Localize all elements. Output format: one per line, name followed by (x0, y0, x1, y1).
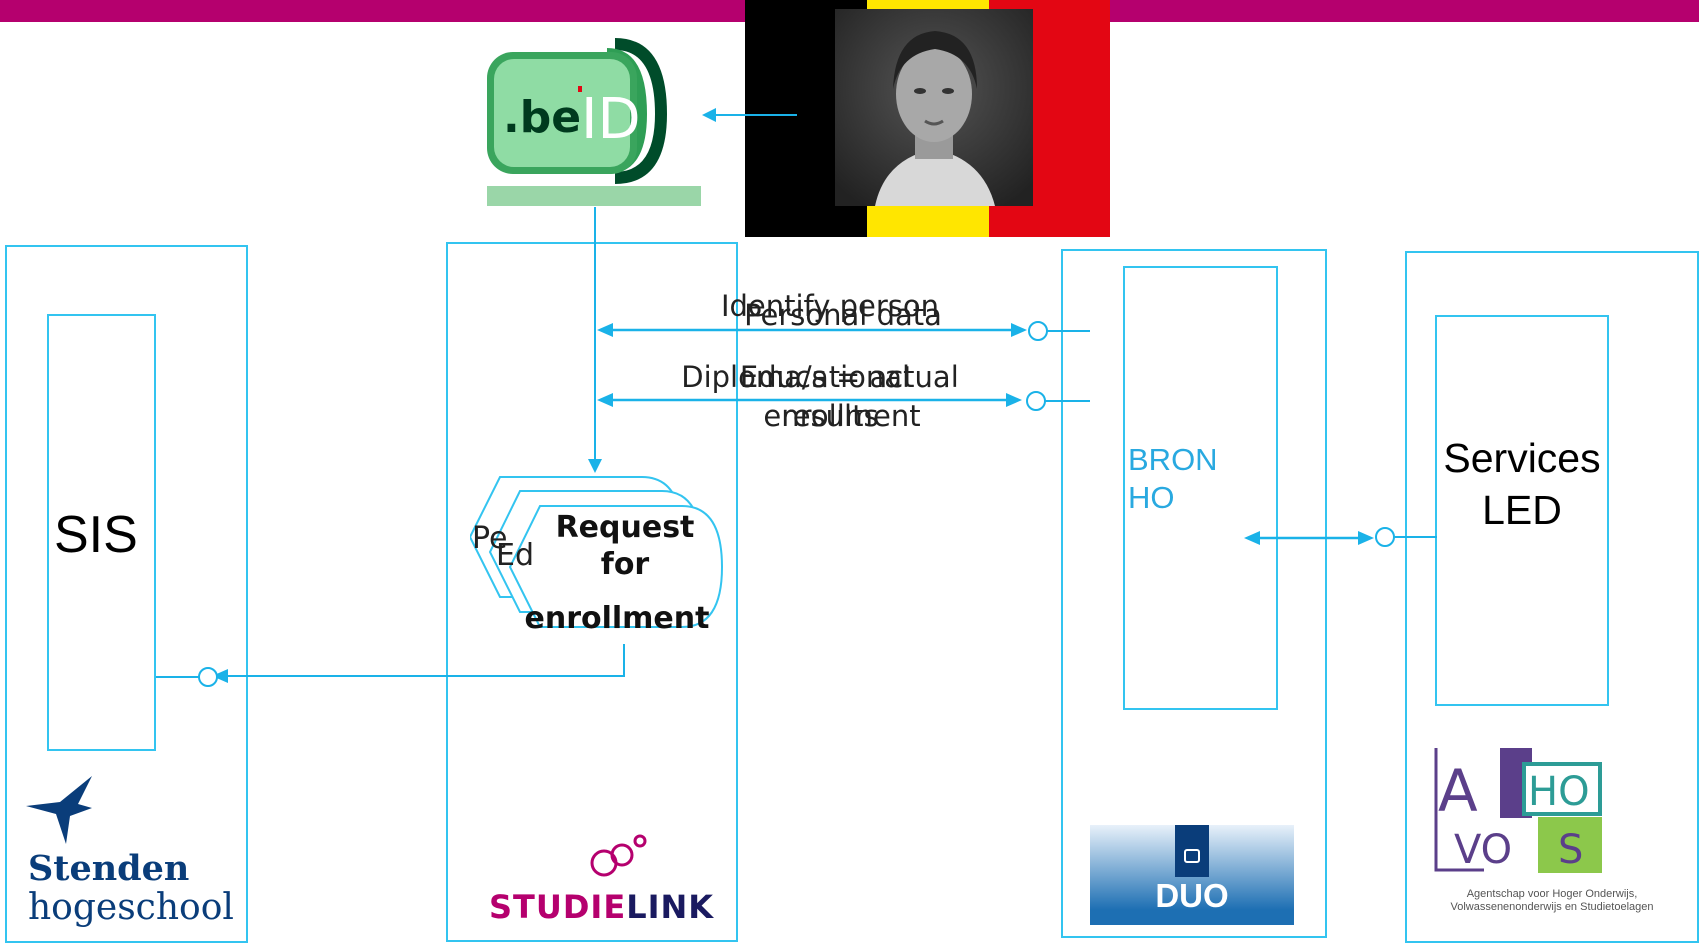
ahovos-caption-1: Agentschap voor Hoger Onderwijs, (1466, 888, 1638, 900)
ahovos-letter-ho: HO (1528, 769, 1590, 815)
message-2-label-a: Diploma/s = actual (681, 360, 959, 394)
message-2-port (1026, 391, 1046, 411)
request-line-3: enrollment (524, 601, 710, 636)
studielink-icon (582, 833, 652, 881)
message-2-label-d: enrollment (763, 399, 921, 433)
stenden-column (5, 245, 248, 943)
request-back-fragment-2: Ed (496, 538, 534, 573)
studielink-prefix: STUDIE (489, 888, 627, 926)
services-led-box (1435, 315, 1609, 706)
sis-box (47, 314, 156, 751)
stenden-name: Stenden (28, 848, 190, 889)
request-to-sis-line (218, 644, 625, 677)
studielink-column (446, 242, 738, 942)
duo-column (1061, 249, 1327, 938)
message-1-port (1028, 321, 1048, 341)
bron-ho-box (1123, 266, 1278, 710)
bron-line-1: BRON (1128, 442, 1218, 477)
ahovos-caption-2: Volwassenenonderwijs en Studietoelagen (1450, 901, 1654, 913)
beid-id-text: ID (581, 87, 641, 152)
message-2-label-b: Educational (739, 360, 911, 394)
ahovos-letter-a: A (1438, 757, 1478, 825)
beid-be-text: .be (503, 92, 581, 143)
studielink-suffix: LINK (626, 888, 715, 926)
stenden-hogeschool: hogeschool (28, 887, 234, 928)
duo-crest-icon (1175, 825, 1209, 877)
duo-label: DUO (1155, 877, 1229, 914)
studielink-wordmark: STUDIELINK (489, 888, 714, 926)
services-line-2: LED (1482, 487, 1562, 533)
ahovos-logo: A HO VO S (1434, 747, 1604, 881)
message-2-label-c: results (781, 399, 879, 433)
ahovos-letter-s: S (1558, 827, 1583, 873)
duo-logo: DUO (1090, 825, 1294, 925)
services-port (1375, 527, 1395, 547)
ahovos-letter-vo: VO (1454, 827, 1512, 873)
request-back-fragment-1: Pe (472, 521, 508, 556)
services-column (1405, 251, 1699, 943)
message-1-label-b: Personal data (744, 298, 942, 332)
request-line-2: for (600, 547, 650, 582)
swallow-icon (26, 774, 106, 844)
beid-logo: .be ID (487, 34, 702, 206)
person-photo (835, 9, 1033, 206)
sis-port (198, 667, 218, 687)
bron-line-2: HO (1128, 480, 1175, 515)
request-line-1: Request (555, 510, 695, 545)
services-line-1: Services (1443, 435, 1601, 481)
message-1-label-a: Identify person (720, 289, 940, 323)
request-document-stack (468, 474, 732, 644)
sis-label: SIS (54, 506, 138, 564)
